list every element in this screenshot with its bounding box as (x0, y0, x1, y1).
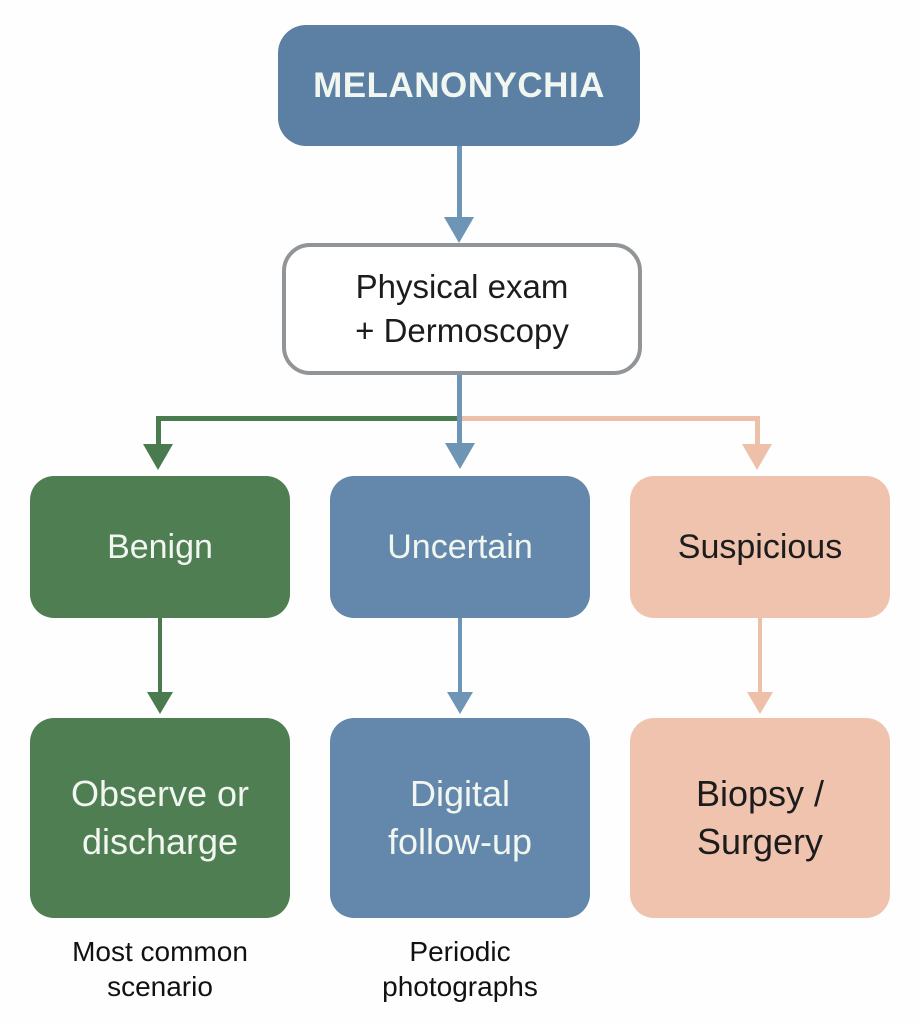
branch-suspicious-hline (460, 416, 760, 421)
arrow-root-to-exam-line (457, 146, 462, 220)
arrow-uncertain-to-digital-line (458, 618, 462, 694)
branch-benign-vline (156, 416, 161, 446)
note-periodic-photographs: Periodic photographs (382, 936, 538, 1002)
node-suspicious: Suspicious (630, 476, 890, 618)
node-digital-follow-up: Digital follow-up (330, 718, 590, 918)
node-uncertain: Uncertain (330, 476, 590, 618)
branch-suspicious-vline (755, 416, 760, 446)
arrow-benign-to-observe-head (147, 692, 173, 714)
branch-suspicious-arrowhead (742, 444, 772, 470)
branch-benign-arrowhead (143, 444, 173, 470)
branch-uncertain-vline (457, 375, 462, 445)
node-biopsy-surgery: Biopsy / Surgery (630, 718, 890, 918)
node-observe-discharge: Observe or discharge (30, 718, 290, 918)
node-melanonychia: MELANONYCHIA (278, 25, 640, 146)
note-most-common-scenario: Most common scenario (72, 936, 248, 1002)
arrow-uncertain-to-digital-head (447, 692, 473, 714)
node-benign: Benign (30, 476, 290, 618)
arrow-suspicious-to-biopsy-head (747, 692, 773, 714)
arrow-suspicious-to-biopsy-line (758, 618, 762, 694)
node-physical-exam-dermoscopy: Physical exam + Dermoscopy (282, 243, 642, 375)
branch-uncertain-arrowhead (445, 443, 475, 469)
branch-benign-hline (156, 416, 462, 421)
arrow-root-to-exam-head (444, 217, 474, 243)
arrow-benign-to-observe-line (158, 618, 162, 694)
